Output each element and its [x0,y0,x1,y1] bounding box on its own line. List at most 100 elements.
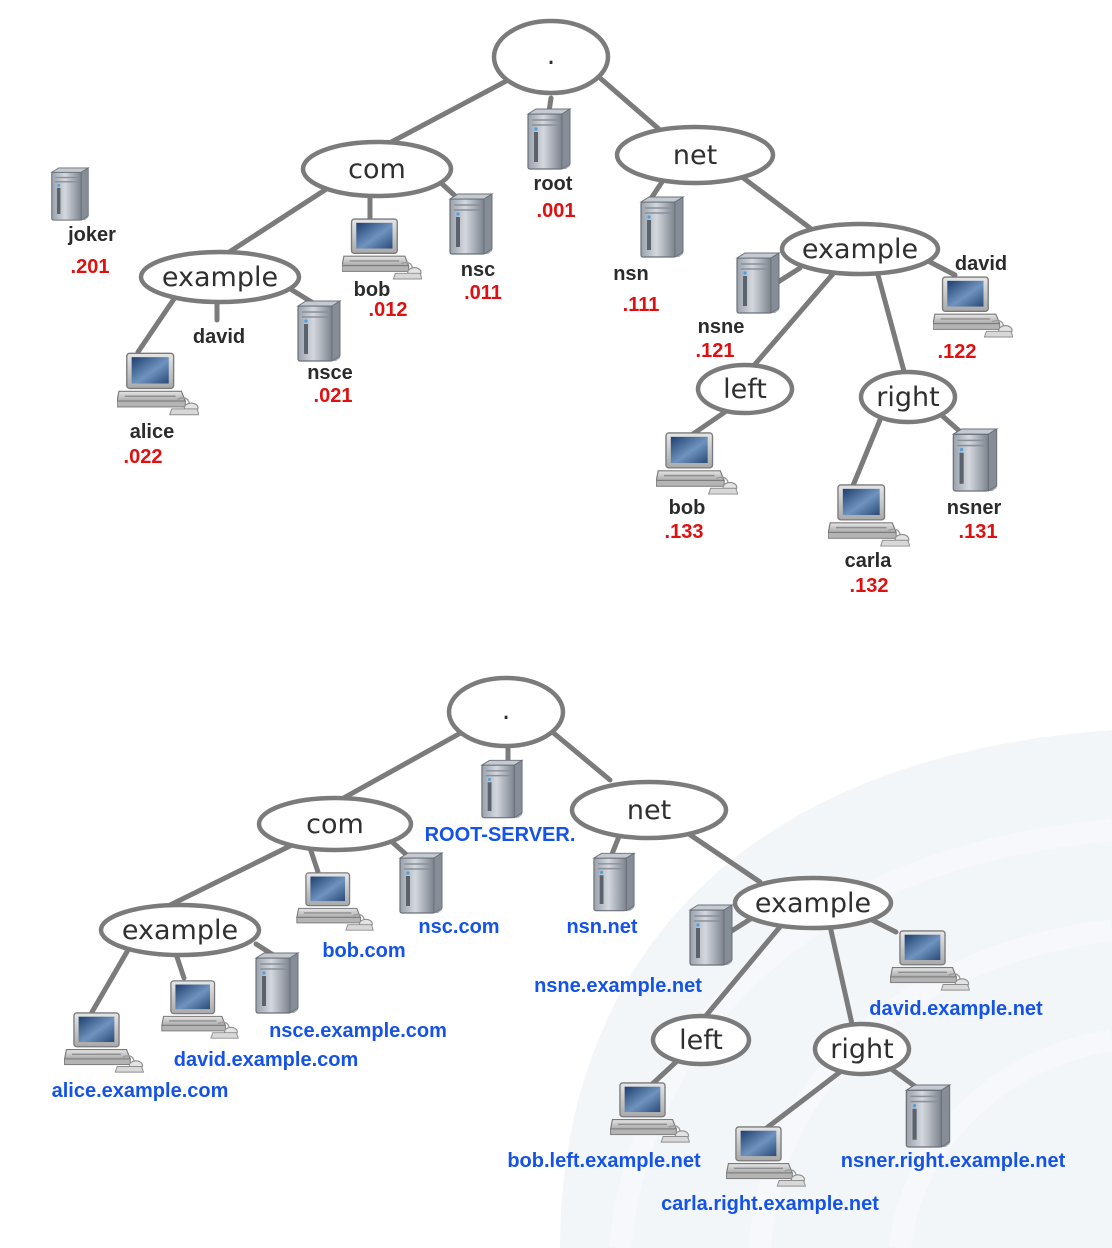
host-nsn: nsn .111 [613,196,684,316]
svg-text:.012: .012 [369,299,408,321]
desktop-computer-icon [64,1012,144,1073]
svg-text:nsn: nsn [613,263,649,285]
svg-text:nsne.example.net: nsne.example.net [534,975,702,997]
host-david-com: david.example.com [161,980,358,1071]
server-tower-icon [297,300,341,362]
svg-text:nsce: nsce [307,362,353,384]
server-tower-icon [689,904,733,966]
svg-text:left: left [679,1025,723,1056]
svg-text:net: net [627,795,671,826]
svg-text:.021: .021 [314,385,353,407]
svg-text:.131: .131 [959,521,998,543]
host-nsne: nsne .121 [696,252,780,362]
host-carla: carla.right.example.net [661,1126,879,1215]
top-diagram: . com net example example left [51,18,1013,597]
bottom-diagram: . com net example example left [52,675,1066,1215]
svg-text:nsner.right.example.net: nsner.right.example.net [841,1150,1066,1172]
zone-left: left [695,362,795,416]
host-david-net: david.example.net [869,930,1043,1020]
host-bob-left: bob .133 [656,432,738,543]
svg-text:carla.right.example.net: carla.right.example.net [661,1193,879,1215]
svg-text:.121: .121 [696,340,735,362]
desktop-computer-icon [161,980,239,1039]
top-hosts: joker .201 root .001 bob .012 nsc .011 d… [51,108,1013,597]
svg-text:right: right [876,382,939,413]
svg-text:bob.left.example.net: bob.left.example.net [507,1150,701,1172]
svg-text:ROOT-SERVER.: ROOT-SERVER. [425,824,576,846]
svg-text:nsn.net: nsn.net [566,916,637,938]
host-nsne: nsne.example.net [534,904,733,997]
server-tower-icon [736,252,780,314]
server-tower-icon [640,196,684,258]
svg-text:carla: carla [845,550,893,572]
svg-text:david: david [193,326,245,348]
zone-example-net: example [732,875,894,931]
host-nsner: nsner.right.example.net [841,1084,1066,1172]
svg-text:joker: joker [67,224,116,246]
server-tower-icon [527,108,571,170]
host-bob-left: bob.left.example.net [507,1082,701,1172]
server-tower-icon [51,167,89,221]
svg-text:.133: .133 [665,521,704,543]
svg-text:nsc.com: nsc.com [418,916,499,938]
zone-root: . [491,18,611,96]
server-tower-icon [905,1084,951,1148]
svg-text:.011: .011 [464,282,502,304]
desktop-computer-icon [656,432,738,495]
zone-com: com [300,139,454,199]
svg-text:.: . [547,40,556,71]
svg-text:david: david [955,253,1007,275]
svg-text:example: example [162,262,278,293]
host-alice: alice.example.com [52,1012,229,1102]
svg-text:nsc: nsc [461,259,495,281]
background-watermark [560,730,1112,1248]
bottom-hosts: ROOT-SERVER. bob.com nsc.com nsn.net nsn… [52,759,1066,1215]
svg-text:.111: .111 [623,294,660,316]
svg-text:bob: bob [354,279,391,301]
svg-text:.122: .122 [938,341,977,363]
zone-example-com: example [138,249,302,305]
svg-text:bob: bob [669,497,706,519]
host-alice: alice .022 [117,352,199,468]
desktop-computer-icon [342,218,422,280]
host-nsner: nsner .131 [947,428,1002,543]
svg-text:com: com [348,154,406,185]
host-root: root .001 [527,108,576,222]
host-david-net: david .122 [933,253,1013,363]
bottom-zones: . com net example example left [98,675,912,1077]
svg-text:.001: .001 [537,200,576,222]
svg-text:left: left [723,374,767,405]
svg-text:nsne: nsne [698,316,745,338]
host-nsc: nsc.com [399,852,500,938]
server-tower-icon [481,759,523,819]
svg-text:bob.com: bob.com [322,940,405,962]
host-bob-com: bob .012 [342,218,422,321]
server-tower-icon [449,193,493,255]
svg-text:example: example [122,915,238,946]
svg-text:alice: alice [130,421,174,443]
host-nsc: nsc .011 [449,193,502,304]
host-carla: carla .132 [828,484,910,597]
host-david-com: david [193,326,245,348]
desktop-computer-icon [296,872,374,931]
server-tower-icon [255,952,299,1014]
svg-text:example: example [755,888,871,919]
svg-text:.: . [502,695,511,726]
svg-text:david.example.net: david.example.net [869,998,1043,1020]
host-root: ROOT-SERVER. [425,759,576,846]
svg-text:nsner: nsner [947,497,1002,519]
svg-text:com: com [306,809,364,840]
desktop-computer-icon [117,352,199,416]
zone-net: net [614,124,776,186]
desktop-computer-icon [828,484,910,547]
svg-text:net: net [673,140,717,171]
desktop-computer-icon [933,276,1013,338]
zone-root: . [446,675,566,749]
host-nsce: nsce .021 [297,300,353,407]
svg-text:.022: .022 [124,446,163,468]
server-tower-icon [593,852,635,912]
svg-text:alice.example.com: alice.example.com [52,1080,229,1102]
zone-example-com: example [98,902,262,958]
zone-com: com [256,795,414,853]
